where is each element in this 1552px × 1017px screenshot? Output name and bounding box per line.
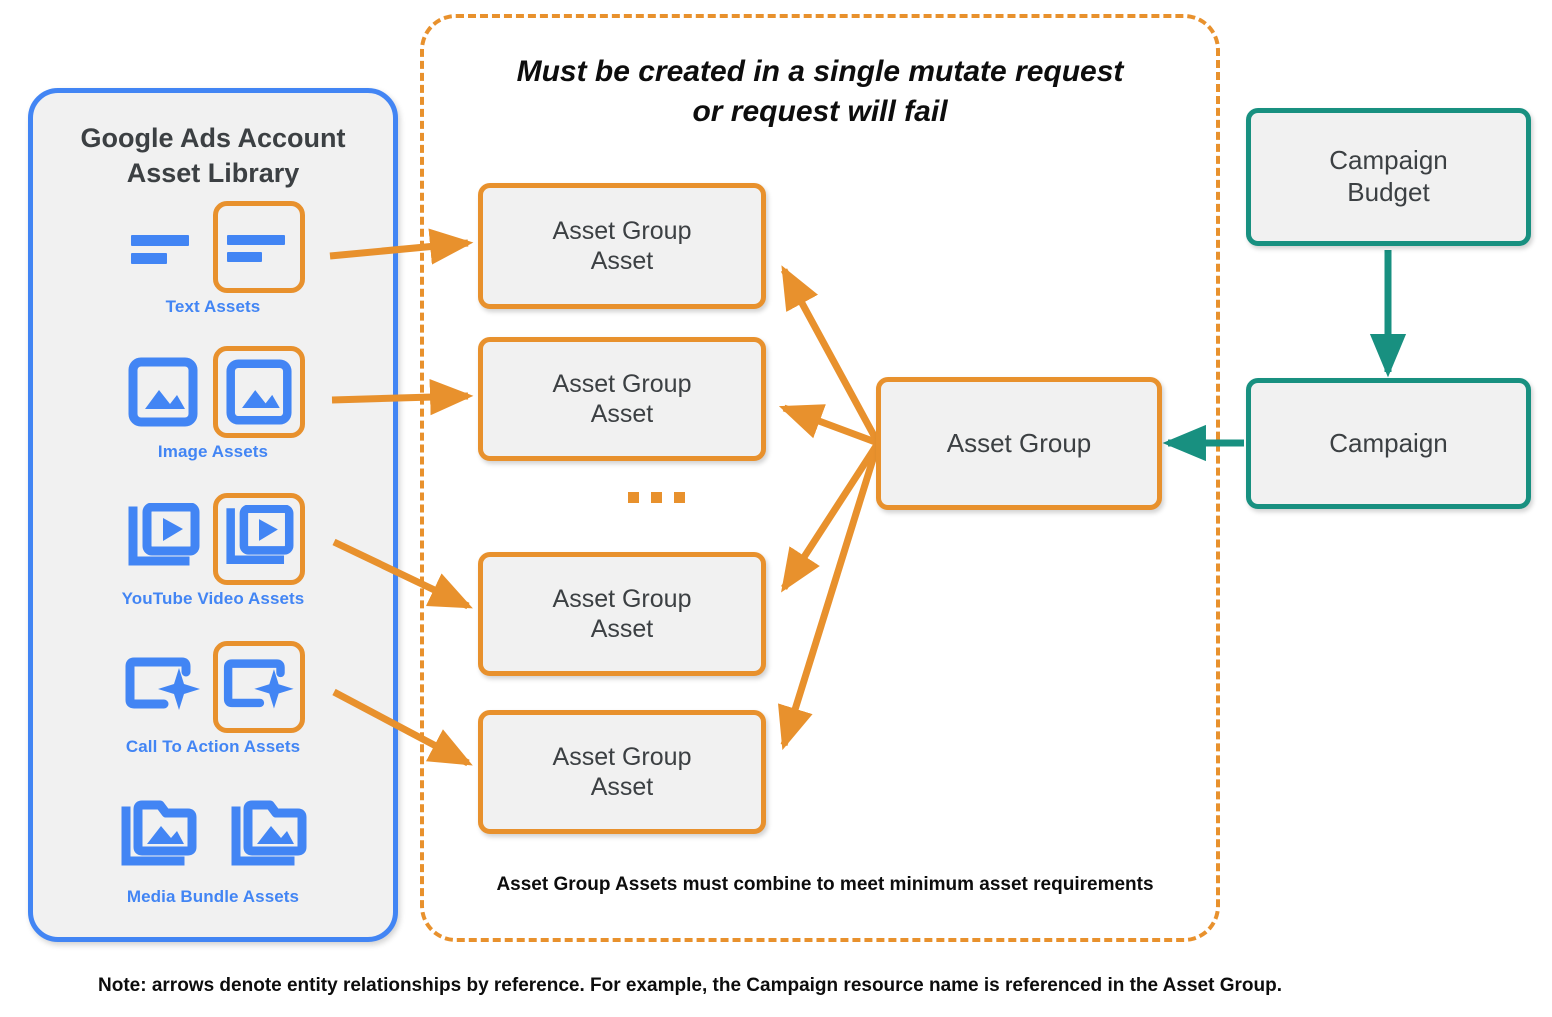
icon-pair-image	[33, 346, 393, 438]
asset-group-asset-node-3[interactable]: Asset Group Asset	[478, 552, 766, 676]
asset-row-text[interactable]: Text Assets	[33, 201, 393, 317]
icon-pair-cta	[33, 641, 393, 733]
call-to-action-icon-selected[interactable]	[213, 641, 305, 733]
campaign-budget-label-line1: Campaign	[1329, 145, 1448, 176]
asset-row-image[interactable]: Image Assets	[33, 346, 393, 462]
aga4-label-line2: Asset	[590, 773, 654, 801]
aga4-label-line1: Asset Group	[552, 742, 692, 771]
video-stack-icon	[121, 497, 205, 581]
minimum-asset-requirements-note: Asset Group Assets must combine to meet …	[496, 874, 1154, 895]
asset-row-video[interactable]: YouTube Video Assets	[33, 493, 393, 609]
campaign-budget-label-line2: Budget	[1347, 177, 1430, 207]
call-to-action-icon	[121, 645, 205, 729]
text-lines-icon-selected[interactable]	[213, 201, 305, 293]
mutate-heading-line2: or request will fail	[692, 94, 948, 128]
aga1-label-line2: Asset	[590, 247, 654, 275]
asset-group-asset-node-2[interactable]: Asset Group Asset	[478, 337, 766, 461]
asset-label-text: Text Assets	[165, 297, 261, 316]
ellipsis-dot-1	[628, 492, 639, 503]
video-stack-icon-selected[interactable]	[213, 493, 305, 585]
asset-row-media-bundle[interactable]: Media Bundle Assets	[33, 793, 393, 907]
asset-group-asset-node-1[interactable]: Asset Group Asset	[478, 183, 766, 309]
media-bundle-icon-2	[226, 795, 310, 879]
aga3-label-line2: Asset	[590, 615, 654, 643]
page-title: Google Ads Account Asset Library	[33, 121, 393, 190]
ellipsis-indicator	[628, 492, 685, 503]
asset-row-cta[interactable]: Call To Action Assets	[33, 641, 393, 757]
icon-pair-video	[33, 493, 393, 585]
ellipsis-dot-3	[674, 492, 685, 503]
media-bundle-icon	[116, 795, 200, 879]
text-lines-icon	[121, 205, 205, 289]
asset-group-label: Asset Group	[946, 427, 1092, 458]
asset-label-cta: Call To Action Assets	[125, 737, 301, 756]
mutate-request-container	[420, 14, 1220, 942]
ellipsis-dot-2	[651, 492, 662, 503]
campaign-label: Campaign	[1329, 427, 1448, 458]
image-icon-selected[interactable]	[213, 346, 305, 438]
asset-group-node[interactable]: Asset Group	[876, 377, 1162, 510]
icon-pair-media-bundle	[33, 793, 393, 881]
asset-group-asset-node-4[interactable]: Asset Group Asset	[478, 710, 766, 834]
icon-pair-text	[33, 201, 393, 293]
asset-library-panel: Google Ads Account Asset Library	[28, 88, 398, 942]
asset-label-media-bundle: Media Bundle Assets	[126, 887, 300, 906]
aga1-label-line1: Asset Group	[552, 216, 692, 245]
mutate-heading-line1: Must be created in a single mutate reque…	[516, 55, 1124, 88]
asset-label-image: Image Assets	[157, 442, 269, 461]
sidebar-title-line2: Asset Library	[126, 157, 300, 188]
aga2-label-line2: Asset	[590, 400, 654, 428]
aga2-label-line1: Asset Group	[552, 369, 692, 398]
asset-label-video: YouTube Video Assets	[121, 589, 305, 608]
sidebar-title-line1: Google Ads Account	[80, 123, 346, 153]
campaign-budget-node[interactable]: Campaign Budget	[1246, 108, 1531, 246]
mutate-request-heading: Must be created in a single mutate reque…	[440, 52, 1200, 132]
footer-note: Note: arrows denote entity relationships…	[98, 975, 1282, 996]
aga3-label-line1: Asset Group	[552, 584, 692, 613]
campaign-node[interactable]: Campaign	[1246, 378, 1531, 509]
image-icon	[121, 350, 205, 434]
